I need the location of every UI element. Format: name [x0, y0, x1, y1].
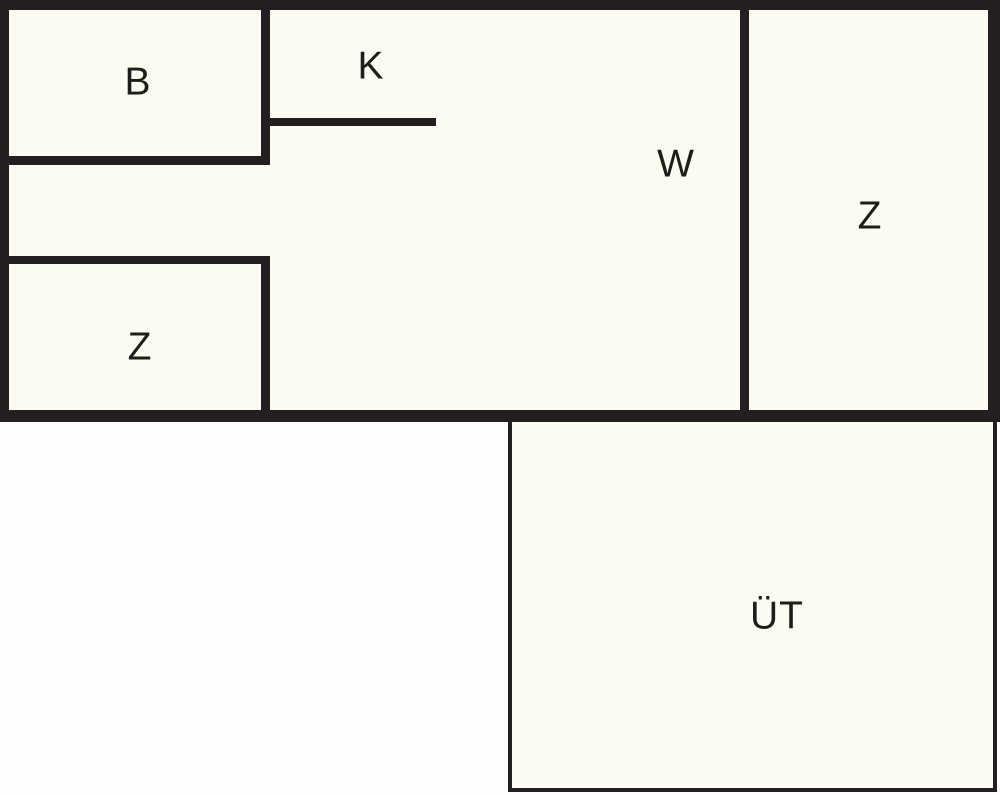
upper-floor-outline [0, 0, 1000, 422]
room-label-w: W [657, 142, 695, 186]
wall-room-z-left-right [261, 256, 270, 412]
room-label-b: B [124, 60, 152, 104]
room-label-z-right: Z [857, 194, 883, 238]
room-label-ut: ÜT [750, 594, 804, 638]
room-label-z-left: Z [127, 325, 153, 369]
wall-room-b-right [261, 0, 270, 165]
wall-kitchen-partition [261, 118, 436, 126]
wall-w-z-divider [740, 0, 749, 412]
wall-room-z-left-top [8, 256, 270, 264]
room-ut-outline [508, 410, 997, 792]
wall-room-b-bottom [0, 156, 270, 165]
room-label-k: K [357, 44, 385, 88]
